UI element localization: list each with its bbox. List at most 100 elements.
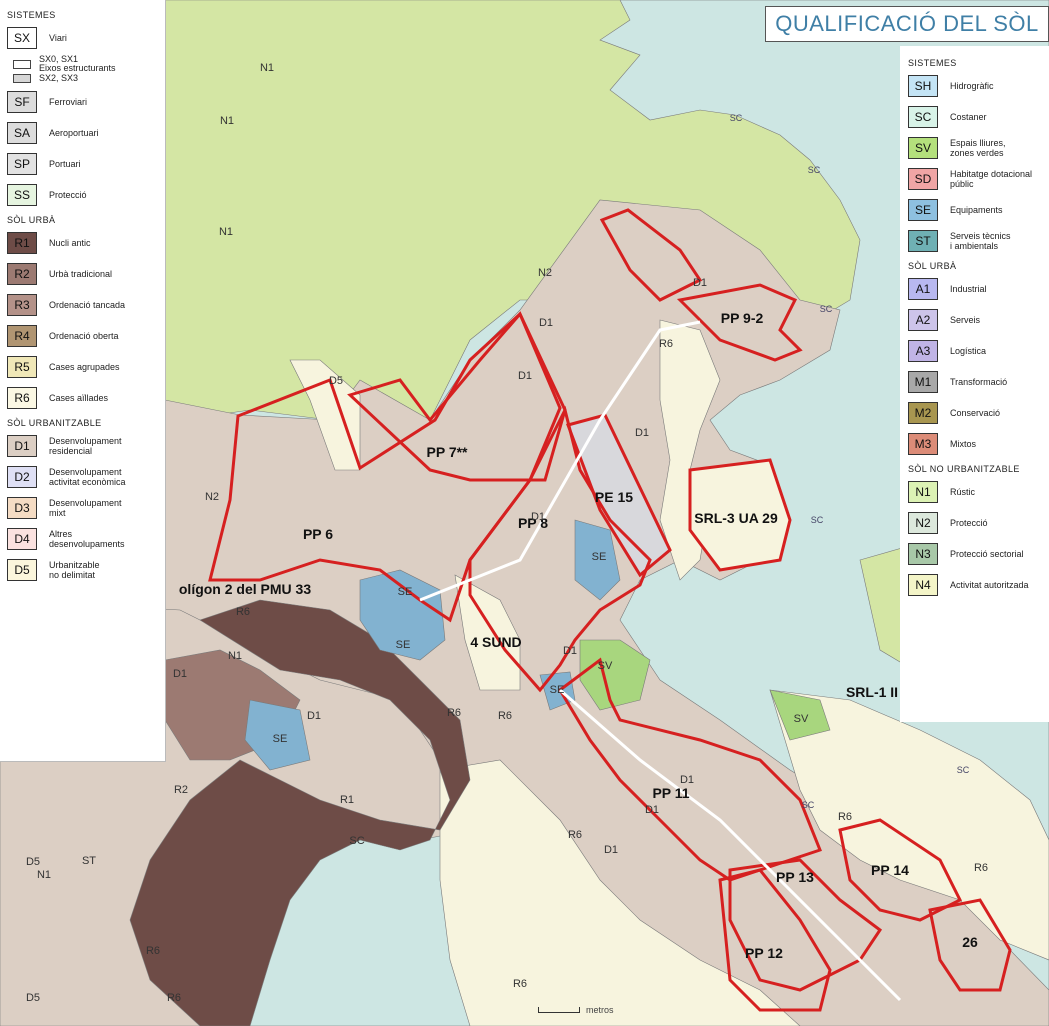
legend-swatch: D3	[7, 497, 37, 519]
legend-label: Transformació	[950, 377, 1008, 387]
legend-row-sc: SC Costaner	[908, 106, 1043, 128]
legend-heading-sol-urbanitzable: SÒL URBANITZABLE	[7, 418, 102, 428]
legend-heading-sistemes: SISTEMES	[908, 58, 957, 68]
legend-row-sv: SV Espais lliures, zones verdes	[908, 137, 1043, 159]
legend-sublabel: SX2, SX3	[39, 73, 79, 83]
legend-swatch: SH	[908, 75, 938, 97]
legend-row-sx: SX Viari	[7, 27, 159, 49]
legend-row-n3: N3 Protecció sectorial	[908, 543, 1043, 565]
legend-swatch: A1	[908, 278, 938, 300]
legend-row-d3: D3 Desenvolupament mixt	[7, 497, 159, 519]
legend-swatch: N1	[908, 481, 938, 503]
legend-row-r3: R3 Ordenació tancada	[7, 294, 159, 316]
legend-swatch: SP	[7, 153, 37, 175]
legend-row-m3: M3 Mixtos	[908, 433, 1043, 455]
equipment-se-1	[359, 569, 446, 661]
old-town-r1	[129, 599, 471, 1026]
residential-r6-southeast	[769, 689, 1049, 961]
legend-label: Cases agrupades	[49, 362, 120, 372]
legend-label: Equipaments	[950, 205, 1003, 215]
legend-label: Protecció sectorial	[950, 549, 1024, 559]
legend-swatch: R2	[7, 263, 37, 285]
legend-label: Industrial	[950, 284, 987, 294]
legend-swatch: N3	[908, 543, 938, 565]
legend-row-r4: R4 Ordenació oberta	[7, 325, 159, 347]
legend-label: Mixtos	[950, 439, 977, 449]
boundary-pp9-2	[676, 283, 803, 362]
legend-label: Conservació	[950, 408, 1001, 418]
legend-row-r5: R5 Cases agrupades	[7, 356, 159, 378]
legend-label: Portuari	[49, 159, 81, 169]
legend-swatch: R6	[7, 387, 37, 409]
legend-label: Costaner	[950, 112, 987, 122]
legend-label: Altres desenvolupaments	[49, 529, 125, 549]
legend-label: Nucli antic	[49, 238, 91, 248]
legend-swatch: D4	[7, 528, 37, 550]
green-sv-2	[769, 689, 831, 741]
legend-row-m2: M2 Conservació	[908, 402, 1043, 424]
equipment-se-3	[244, 699, 311, 771]
legend-swatch: R1	[7, 232, 37, 254]
legend-swatch: SD	[908, 168, 938, 190]
legend-label: Espais lliures, zones verdes	[950, 138, 1006, 158]
legend-swatch: SX	[7, 27, 37, 49]
legend-swatch: R5	[7, 356, 37, 378]
legend-label: Ordenació oberta	[49, 331, 119, 341]
scale-bar-graphic	[538, 1007, 580, 1013]
legend-row-se: SE Equipaments	[908, 199, 1043, 221]
scale-bar-label: metros	[586, 1005, 614, 1015]
legend-label: Desenvolupament mixt	[49, 498, 122, 518]
boundary-north-sd	[599, 208, 703, 302]
legend-heading-sol-urba: SÒL URBÀ	[7, 215, 56, 225]
legend-swatch: SA	[7, 122, 37, 144]
legend-swatch: SV	[908, 137, 938, 159]
legend-swatch: R4	[7, 325, 37, 347]
coast-road	[559, 688, 902, 1002]
equipment-se-2	[574, 519, 621, 601]
legend-label: Aeroportuari	[49, 128, 99, 138]
legend-heading-sol-urba: SÒL URBÀ	[908, 261, 957, 271]
legend-swatch: M1	[908, 371, 938, 393]
legend-swatch: M3	[908, 433, 938, 455]
scale-bar: metros	[538, 1005, 614, 1015]
legend-label: Logística	[950, 346, 987, 356]
sund-zone	[454, 574, 521, 691]
legend-subswatch	[13, 59, 31, 69]
legend-label: Viari	[49, 33, 67, 43]
legend-label: Serveis tècnics i ambientals	[950, 231, 1011, 251]
legend-subrow: SX2, SX3	[13, 74, 159, 83]
legend-row-sa: SA Aeroportuari	[7, 122, 159, 144]
boundary-pp12	[718, 868, 832, 1012]
legend-subswatch	[13, 74, 31, 83]
boundary-pe15	[566, 413, 672, 578]
legend-label: Protecció	[49, 190, 87, 200]
legend-swatch: SE	[908, 199, 938, 221]
legend-swatch: SF	[7, 91, 37, 113]
legend-swatch: SC	[908, 106, 938, 128]
boundary-srl3	[688, 458, 792, 572]
legend-label: Ordenació tancada	[49, 300, 126, 310]
road-network	[419, 320, 902, 1002]
legend-swatch: D1	[7, 435, 37, 457]
main-road	[419, 320, 701, 602]
map-title: QUALIFICACIÓ DEL SÒL	[765, 6, 1049, 42]
legend-swatch: R3	[7, 294, 37, 316]
legend-row-m1: M1 Transformació	[908, 371, 1043, 393]
legend-swatch: M2	[908, 402, 938, 424]
legend-subrow: SX0, SX1 Eixos estructurants	[13, 55, 159, 73]
